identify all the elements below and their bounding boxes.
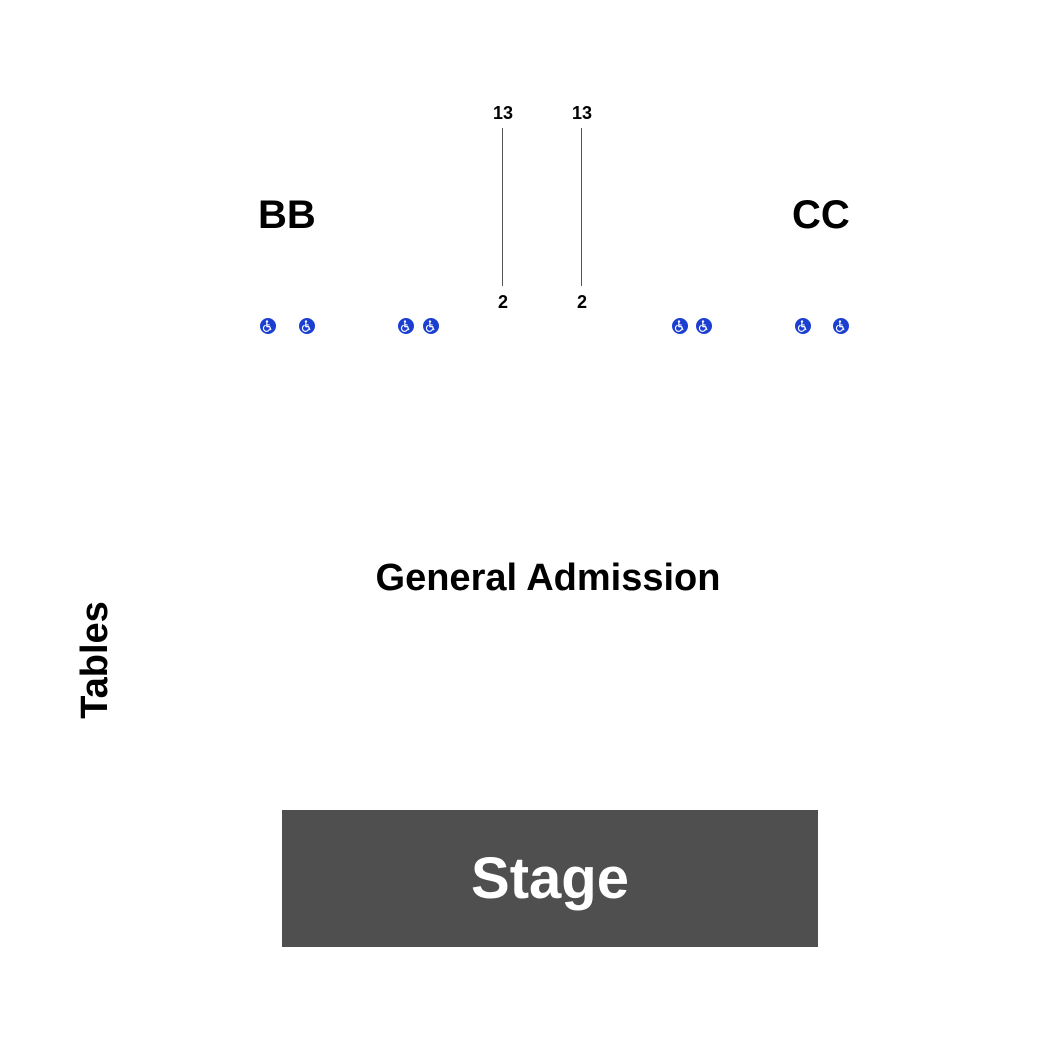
- stage: Stage: [282, 810, 818, 947]
- aisle-right-row-bottom: 2: [576, 292, 587, 312]
- section-label-tables[interactable]: Tables: [74, 601, 116, 719]
- wheelchair-icon[interactable]: [398, 318, 414, 334]
- section-label-cc[interactable]: CC: [792, 193, 850, 237]
- wheelchair-icon[interactable]: [260, 318, 276, 334]
- wheelchair-icon[interactable]: [423, 318, 439, 334]
- stage-label: Stage: [471, 845, 629, 911]
- aisle-left-row-top: 13: [492, 103, 514, 123]
- wheelchair-icon[interactable]: [696, 318, 712, 334]
- aisle-right-row-top: 13: [571, 103, 593, 123]
- wheelchair-icon[interactable]: [833, 318, 849, 334]
- wheelchair-icon[interactable]: [299, 318, 315, 334]
- aisle-left-line: [502, 128, 503, 286]
- section-label-bb[interactable]: BB: [258, 193, 316, 237]
- wheelchair-icon[interactable]: [672, 318, 688, 334]
- section-label-general-admission[interactable]: General Admission: [375, 557, 721, 599]
- aisle-right-line: [581, 128, 582, 286]
- wheelchair-icon[interactable]: [795, 318, 811, 334]
- aisle-left-row-bottom: 2: [497, 292, 508, 312]
